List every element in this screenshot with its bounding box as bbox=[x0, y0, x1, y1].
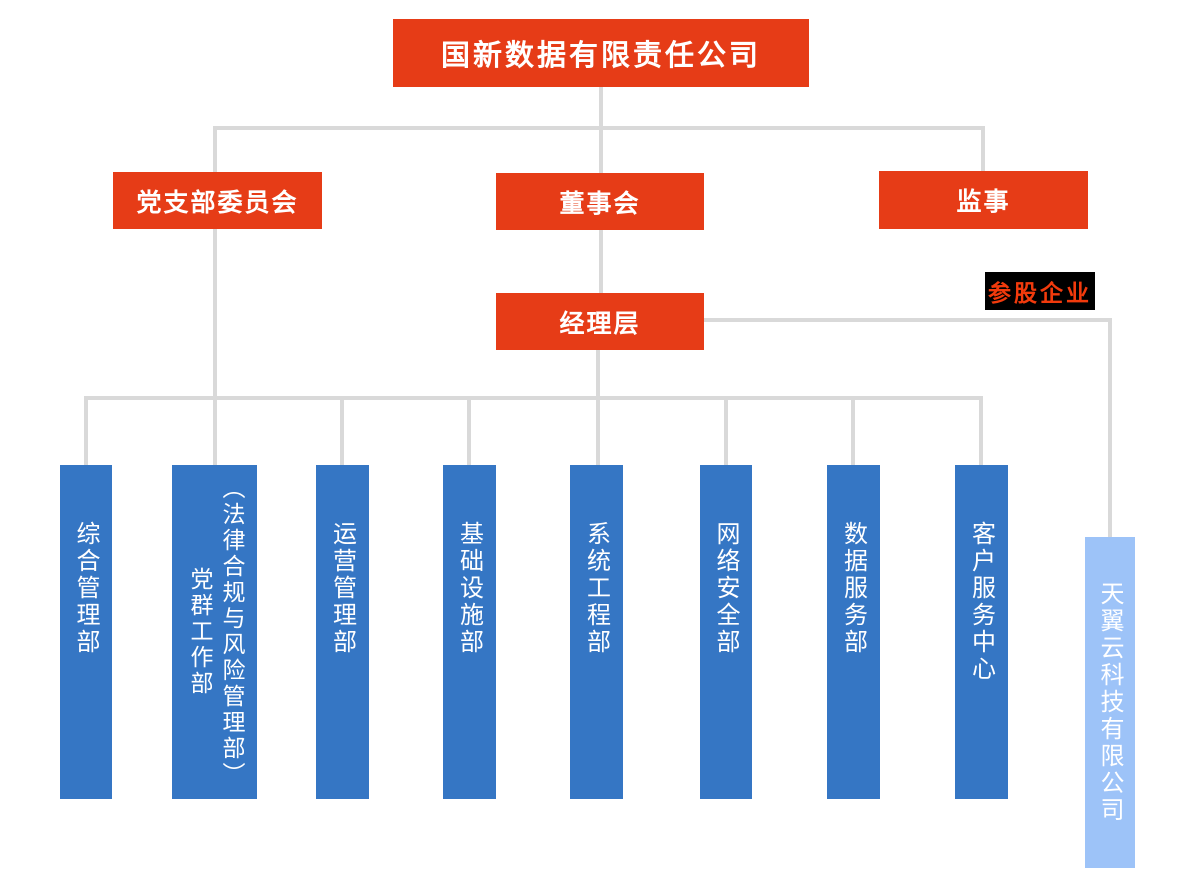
dept-party-mass-work-label-line2: （法律合规与风险管理部） bbox=[218, 476, 244, 788]
dept-data-services: 数据服务部 bbox=[827, 465, 880, 799]
node-management-layer: 经理层 bbox=[496, 293, 704, 350]
connector-bus1-to-board bbox=[599, 126, 603, 175]
dept-party-mass-work: 党群工作部 （法律合规与风险管理部） bbox=[172, 465, 257, 799]
dept-systems-engineering-label: 系统工程部 bbox=[582, 521, 611, 656]
dept-general-management-label: 综合管理部 bbox=[72, 521, 100, 656]
dept-network-security-label: 网络安全部 bbox=[712, 521, 740, 656]
node-party-branch-committee: 党支部委员会 bbox=[113, 172, 322, 229]
node-board-of-directors-label: 董事会 bbox=[559, 188, 641, 218]
connector-bus2-to-dept-6 bbox=[724, 396, 728, 467]
connector-bus2 bbox=[84, 396, 983, 400]
node-management-layer-label: 经理层 bbox=[559, 308, 641, 338]
dept-operations-management-label: 运营管理部 bbox=[328, 521, 357, 656]
connector-bus2-to-dept-8 bbox=[979, 396, 983, 467]
connector-bus2-to-dept-4 bbox=[467, 396, 471, 467]
connector-root-to-bus1 bbox=[599, 85, 603, 128]
dept-network-security: 网络安全部 bbox=[700, 465, 752, 799]
dept-operations-management: 运营管理部 bbox=[316, 465, 369, 799]
dept-general-management: 综合管理部 bbox=[60, 465, 112, 799]
affiliate-group-label-text: 参股企业 bbox=[988, 281, 1092, 307]
node-party-branch-committee-label: 党支部委员会 bbox=[136, 187, 299, 217]
dept-party-mass-work-label-line1: 党群工作部 bbox=[186, 567, 212, 697]
connector-management-to-bus2 bbox=[596, 349, 600, 468]
dept-systems-engineering: 系统工程部 bbox=[570, 465, 623, 799]
dept-infrastructure: 基础设施部 bbox=[443, 465, 496, 799]
connector-board-to-management bbox=[599, 229, 603, 295]
connector-party-to-bus2 bbox=[213, 228, 217, 468]
connector-bus2-to-dept-3 bbox=[340, 396, 344, 467]
connector-bus1-to-party bbox=[213, 126, 217, 174]
affiliate-company-label: 天翼云科技有限公司 bbox=[1096, 581, 1124, 824]
dept-infrastructure-label: 基础设施部 bbox=[455, 521, 484, 656]
node-company-root: 国新数据有限责任公司 bbox=[393, 19, 809, 87]
connector-affiliate-v bbox=[1108, 318, 1112, 539]
node-supervisor: 监事 bbox=[879, 171, 1088, 229]
dept-customer-service-center: 客户服务中心 bbox=[955, 465, 1008, 799]
affiliate-company-node: 天翼云科技有限公司 bbox=[1085, 537, 1135, 868]
connector-bus2-to-dept-1 bbox=[84, 396, 88, 467]
affiliate-group-label: 参股企业 bbox=[985, 272, 1095, 310]
node-supervisor-label: 监事 bbox=[956, 187, 1011, 216]
node-board-of-directors: 董事会 bbox=[496, 173, 704, 230]
dept-customer-service-center-label: 客户服务中心 bbox=[967, 521, 996, 683]
node-company-root-label: 国新数据有限责任公司 bbox=[440, 38, 761, 72]
connector-management-to-affiliate-h bbox=[704, 318, 1110, 322]
connector-bus2-to-dept-7 bbox=[851, 396, 855, 467]
connector-bus1-to-supervisor bbox=[981, 126, 985, 173]
dept-data-services-label: 数据服务部 bbox=[839, 521, 868, 656]
